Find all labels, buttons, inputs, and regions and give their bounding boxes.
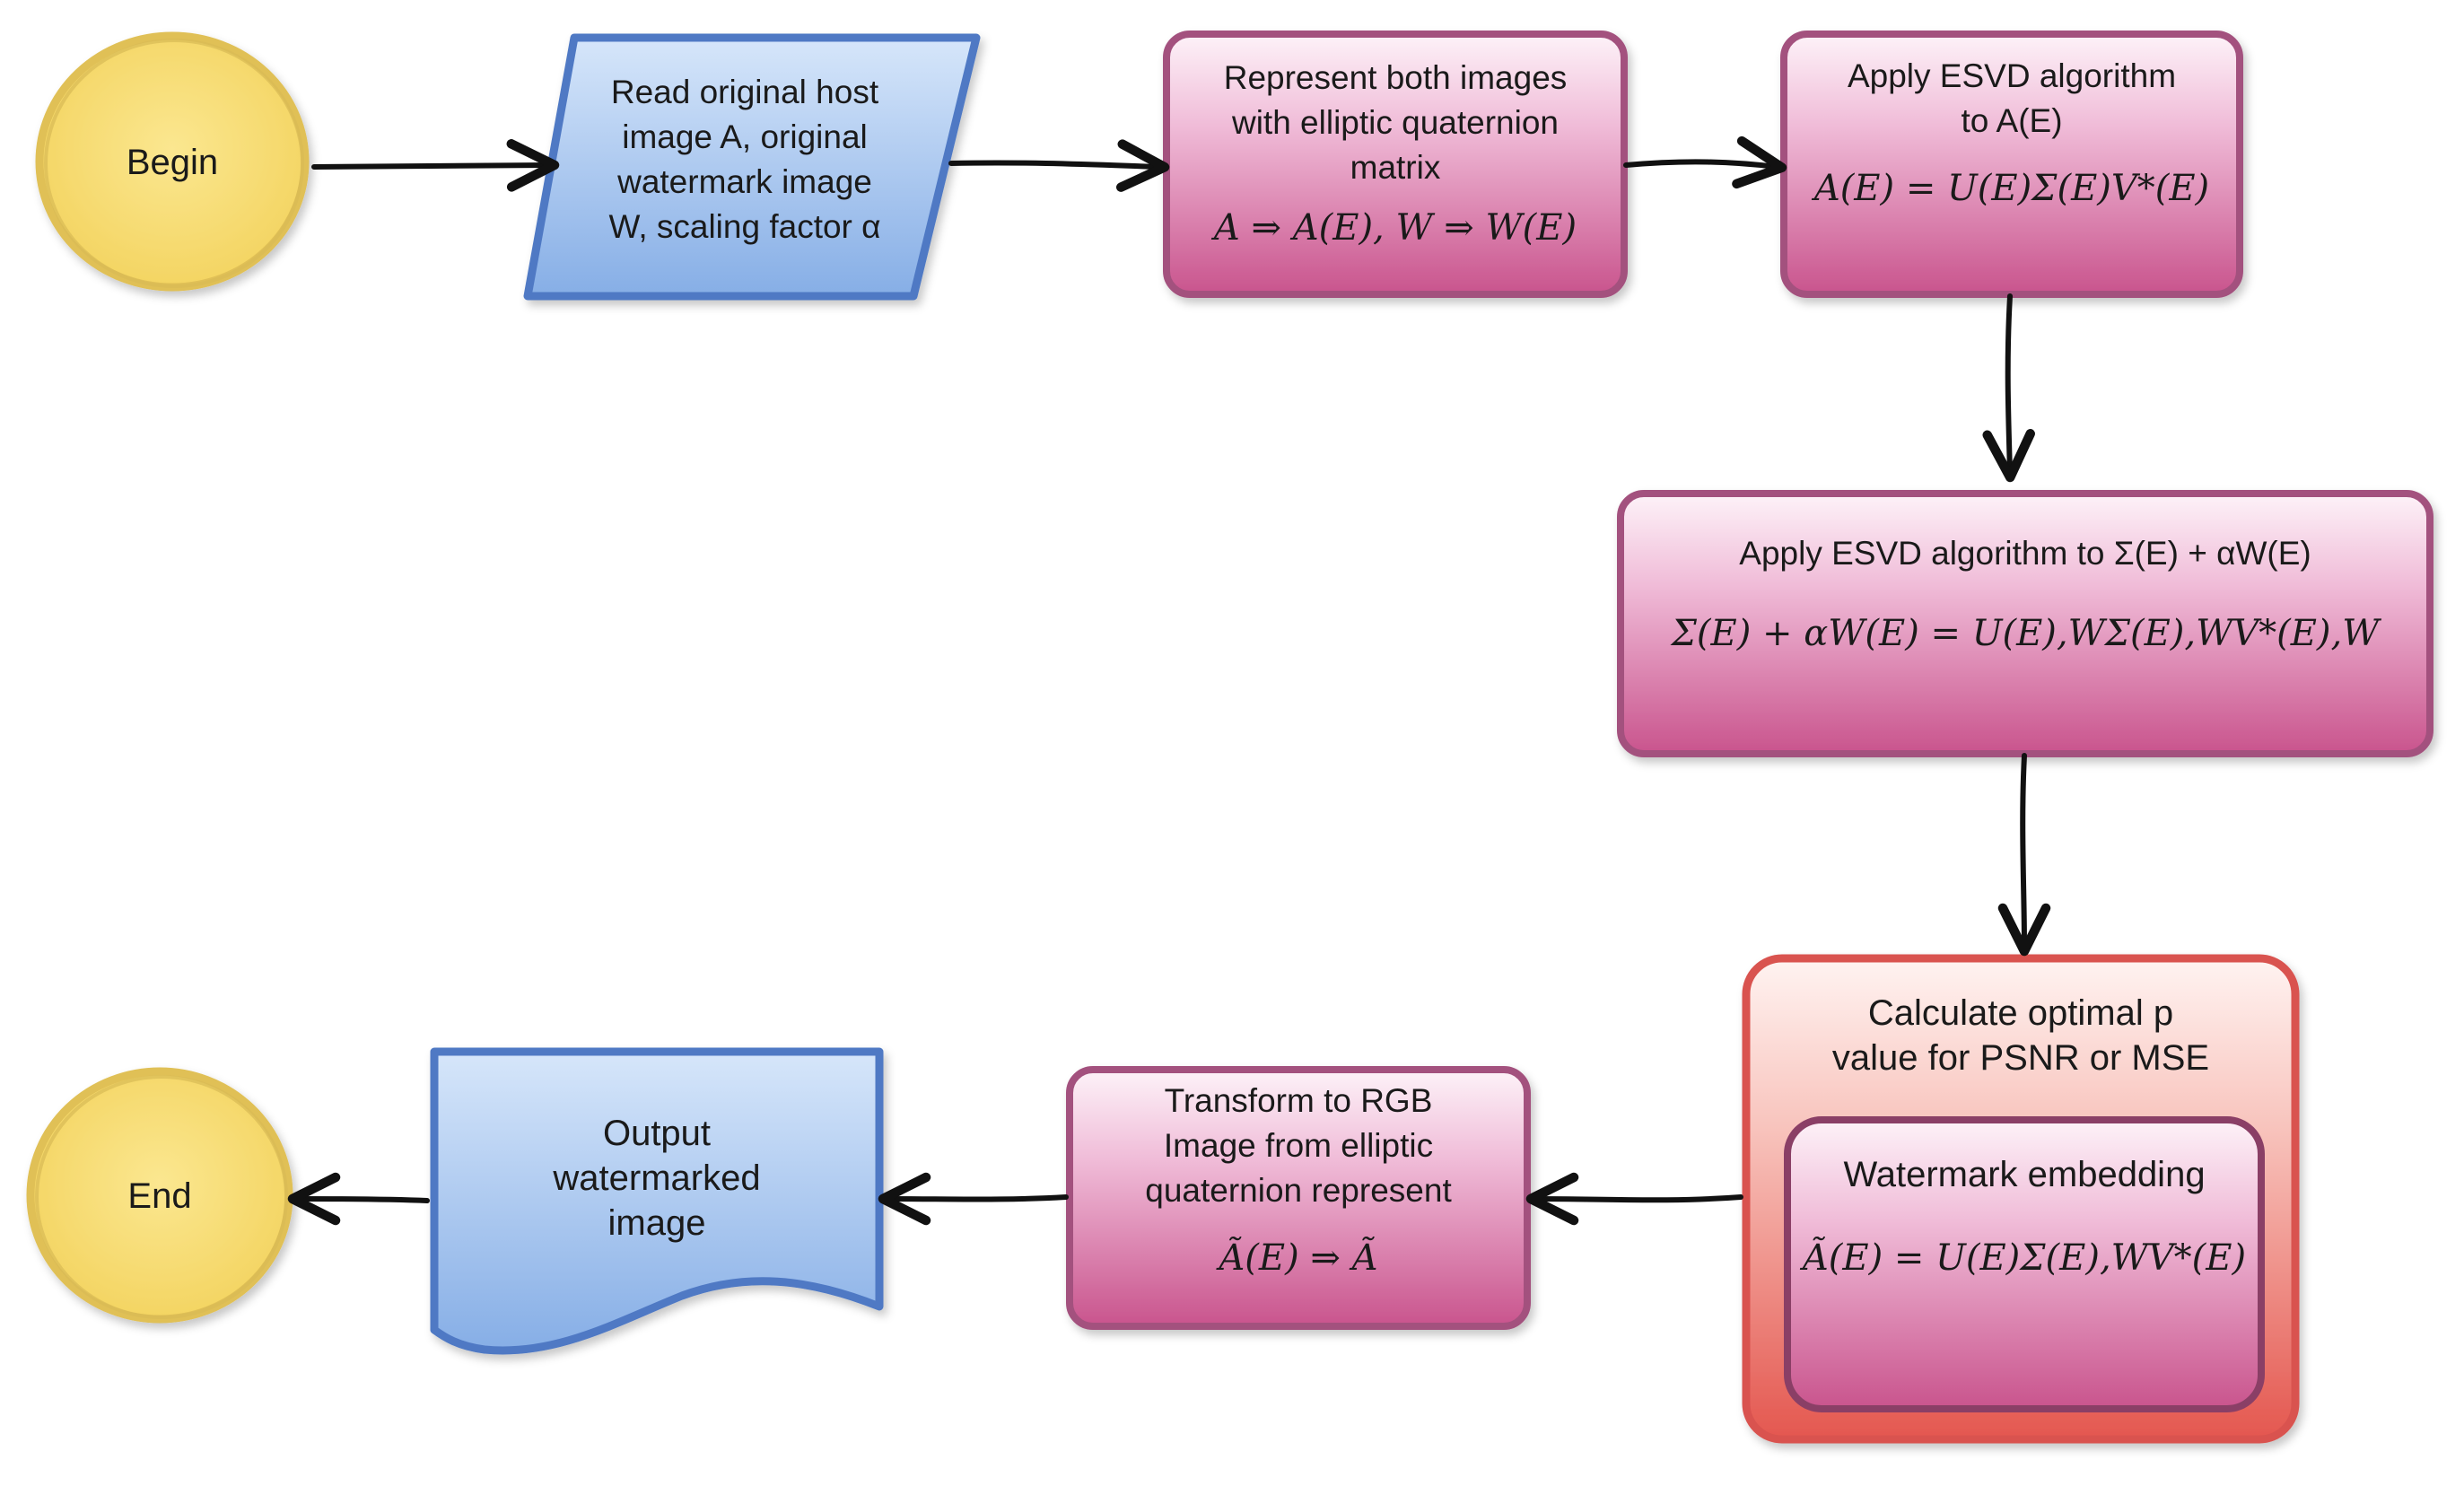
arrow-represent-to-esvd-a xyxy=(1623,135,1787,189)
esvd-a-formula: A(E) = U(E)Σ(E)V*(E) xyxy=(1813,168,2210,209)
represent-line-2: with elliptic quaternion xyxy=(1231,104,1560,141)
represent-line-1: Represent both images xyxy=(1223,59,1568,96)
arrow-output-to-end xyxy=(287,1172,430,1226)
read-input-line-1: Read original host xyxy=(610,74,879,110)
represent-line-3: matrix xyxy=(1350,149,1441,186)
end-label: End xyxy=(127,1176,192,1216)
embedding-text: Watermark embedding Ã(E) = U(E)Σ(E),WV*(… xyxy=(1787,1152,2261,1283)
embedding-title: Watermark embedding xyxy=(1843,1155,2206,1194)
esvd-sigma-text: Apply ESVD algorithm to Σ(E) + αW(E) Σ(E… xyxy=(1621,531,2430,659)
esvd-sigma-line-1: Apply ESVD algorithm to Σ(E) + αW(E) xyxy=(1739,535,2311,572)
output-line-3: image xyxy=(607,1203,706,1243)
arrow-optimal-to-transform xyxy=(1525,1172,1743,1226)
read-input-line-2: image A, original xyxy=(622,118,868,155)
output-line-1: Output xyxy=(602,1114,712,1153)
read-input-text: Read original host image A, original wat… xyxy=(547,70,942,249)
read-input-line-3: watermark image xyxy=(617,163,872,200)
transform-line-1: Transform to RGB xyxy=(1164,1082,1433,1119)
transform-formula: Ã(E) ⇒ Ã xyxy=(1219,1237,1378,1279)
read-input-line-4: W, scaling factor α xyxy=(608,208,881,245)
represent-formula: A ⇒ A(E), W ⇒ W(E) xyxy=(1213,207,1577,249)
transform-line-3: quaternion represent xyxy=(1145,1172,1452,1209)
arrow-esvd-a-to-esvd-sigma xyxy=(1982,293,2035,483)
esvd-a-line-1: Apply ESVD algorithm xyxy=(1847,57,2177,94)
esvd-a-line-2: to A(E) xyxy=(1961,102,2063,139)
optimal-p-text: Calculate optimal p value for PSNR or MS… xyxy=(1746,991,2295,1080)
optimal-p-line-1: Calculate optimal p xyxy=(1867,993,2174,1033)
transform-line-2: Image from elliptic xyxy=(1163,1127,1434,1164)
read-input-node xyxy=(523,33,981,301)
output-text: Output watermarked image xyxy=(434,1111,879,1246)
begin-label: Begin xyxy=(126,143,219,182)
arrow-esvd-sigma-to-optimal xyxy=(1997,753,2051,957)
arrow-transform-to-output xyxy=(878,1172,1069,1226)
begin-node xyxy=(35,31,310,292)
arrow-read-to-represent xyxy=(948,139,1170,192)
embedding-formula: Ã(E) = U(E)Σ(E),WV*(E) xyxy=(1802,1237,2247,1279)
esvd-sigma-formula: Σ(E) + αW(E) = U(E),WΣ(E),WV*(E),W xyxy=(1671,613,2380,654)
embedding-node xyxy=(1784,1116,2265,1412)
output-node xyxy=(430,1047,884,1355)
transform-text: Transform to RGB Image from elliptic qua… xyxy=(1070,1079,1527,1283)
arrow-begin-to-read xyxy=(311,139,560,192)
optimal-p-line-2: value for PSNR or MSE xyxy=(1831,1038,2210,1078)
output-line-2: watermarked xyxy=(553,1158,761,1198)
esvd-a-text: Apply ESVD algorithm to A(E) A(E) = U(E)… xyxy=(1784,54,2240,214)
represent-text: Represent both images with elliptic quat… xyxy=(1166,56,1624,253)
